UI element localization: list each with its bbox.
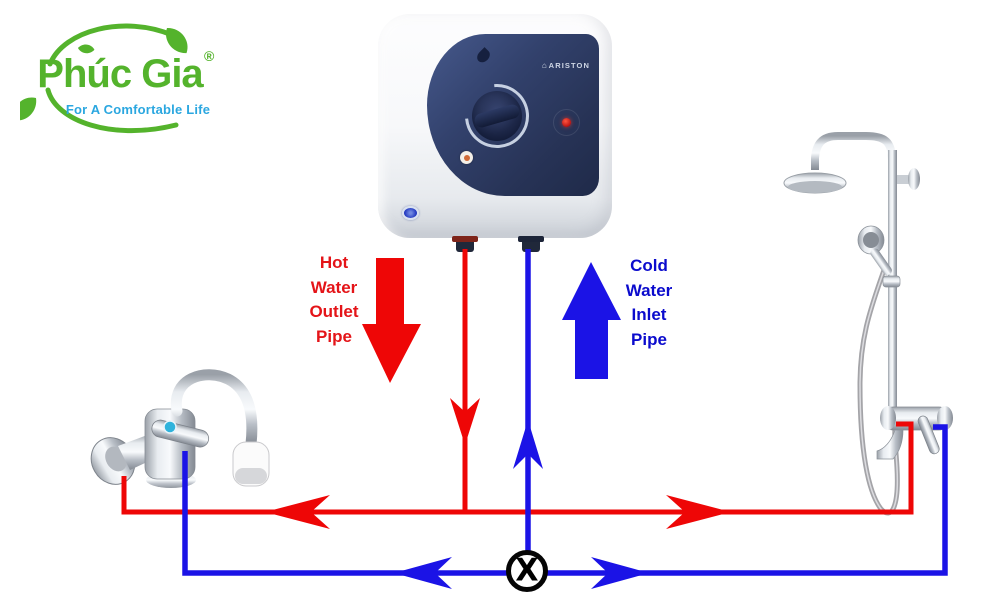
shower-column: [783, 132, 953, 516]
hot-outlet-fitting: [452, 236, 478, 252]
cold-flow-left-arrow: [394, 557, 452, 589]
water-heater: ⌂ARISTON: [378, 14, 612, 252]
hot-flow-left-arrow: [265, 495, 330, 529]
cold-inlet-big-arrow: [562, 262, 621, 379]
heater-logo-badge: [402, 206, 419, 220]
hand-shower-handle: [870, 248, 892, 276]
hot-flow-right-arrow: [666, 495, 731, 529]
cold-flow-right-arrow: [591, 557, 649, 589]
brand-logo: Phúc Gia ® For A Comfortable Life: [20, 8, 225, 150]
hot-outlet-big-arrow: [362, 258, 421, 383]
shower-arm: [811, 132, 896, 170]
heater-brand-text: ARISTON: [548, 61, 590, 70]
cold-water-inlet-label: Cold Water Inlet Pipe: [625, 256, 673, 349]
hot-water-pipes: [121, 249, 914, 529]
indicator-light: [562, 118, 571, 127]
logo-leaf-circle-icon: [20, 23, 188, 134]
cold-water-pipes: [182, 249, 948, 589]
mixer-lever: [917, 415, 940, 455]
cold-flow-up-arrowhead: [513, 420, 543, 469]
slide-clamp: [882, 275, 901, 288]
logo-tagline: For A Comfortable Life: [65, 102, 211, 117]
faucet-spout: [170, 369, 258, 450]
mixer-spout: [876, 429, 904, 460]
ariston-house-icon: ⌂: [541, 61, 547, 70]
wall-bracket: [908, 168, 920, 190]
hot-water-outlet-label: Hot Water Outlet Pipe: [309, 253, 359, 346]
shutoff-valve: X: [506, 550, 548, 592]
indicator-ring: [553, 109, 580, 136]
faucet-badge: [163, 420, 177, 434]
wall-faucet: [90, 369, 270, 488]
registered-trademark: ®: [204, 48, 215, 64]
valve-symbol: X: [515, 552, 539, 589]
logo-brand-text: Phúc Gia: [37, 52, 203, 96]
hot-flow-down-arrowhead: [450, 398, 480, 445]
cold-pipe-main-run: [182, 424, 948, 576]
hot-pipe-main-run: [121, 421, 914, 515]
cold-inlet-fitting: [518, 236, 544, 252]
thermostat-knob: [472, 91, 522, 141]
heater-brand: ⌂ARISTON: [542, 61, 590, 70]
heater-control-panel: ⌂ARISTON: [427, 34, 599, 196]
panel-badge: [460, 151, 473, 164]
